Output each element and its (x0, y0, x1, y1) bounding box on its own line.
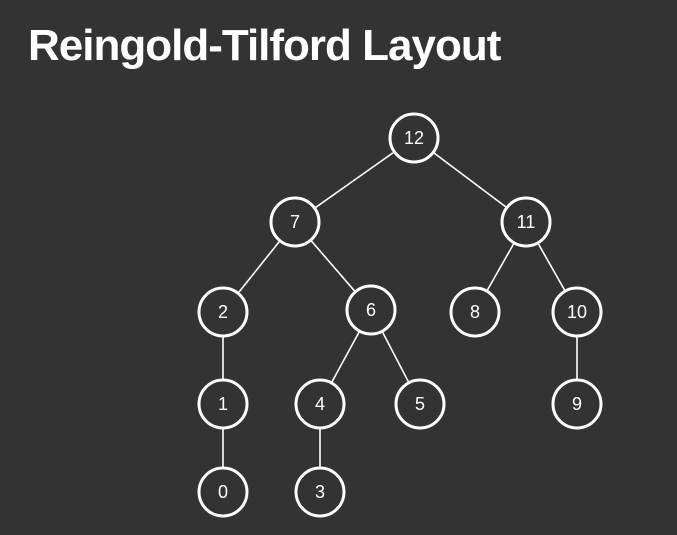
node-label: 5 (415, 394, 425, 414)
node-circle (388, 112, 440, 164)
node-circle (500, 196, 552, 248)
node-circle (197, 286, 249, 338)
slide-title: Reingold-Tilford Layout (28, 21, 501, 70)
node-circle (294, 378, 346, 430)
node-label: 2 (218, 302, 228, 322)
node-circle (197, 466, 249, 518)
node-label: 0 (218, 482, 228, 502)
node-9: 9 (551, 378, 603, 430)
node-circle (551, 286, 603, 338)
node-4: 4 (294, 378, 346, 430)
node-11: 11 (500, 196, 552, 248)
edge-11-10 (537, 242, 566, 292)
edge-7-6 (310, 239, 356, 293)
edge-6-5 (381, 330, 410, 384)
node-3: 3 (294, 466, 346, 518)
node-12: 12 (388, 112, 440, 164)
node-label: 3 (315, 482, 325, 502)
node-label: 9 (572, 394, 582, 414)
node-label: 7 (290, 212, 300, 232)
node-label: 10 (567, 302, 587, 322)
node-circle (197, 378, 249, 430)
node-circle (394, 378, 446, 430)
edge-12-11 (432, 151, 508, 209)
node-label: 1 (218, 394, 228, 414)
edge-6-4 (330, 330, 361, 384)
node-circle (345, 284, 397, 336)
node-8: 8 (449, 286, 501, 338)
node-circle (269, 196, 321, 248)
node-1: 1 (197, 378, 249, 430)
node-label: 6 (366, 300, 376, 320)
node-label: 4 (315, 394, 325, 414)
node-label: 11 (517, 212, 536, 232)
node-6: 6 (345, 284, 397, 336)
tree-edges (222, 151, 578, 468)
node-7: 7 (269, 196, 321, 248)
tree-nodes: 12 7 11 2 6 8 10 1 4 5 9 0 3 (197, 112, 603, 518)
node-label: 8 (470, 302, 480, 322)
node-circle (551, 378, 603, 430)
node-5: 5 (394, 378, 446, 430)
edge-11-8 (486, 242, 515, 292)
node-2: 2 (197, 286, 249, 338)
node-circle (294, 466, 346, 518)
edge-12-7 (314, 151, 395, 209)
node-10: 10 (551, 286, 603, 338)
node-label: 12 (404, 128, 424, 148)
node-circle (449, 286, 501, 338)
node-0: 0 (197, 466, 249, 518)
edge-7-2 (237, 240, 281, 294)
